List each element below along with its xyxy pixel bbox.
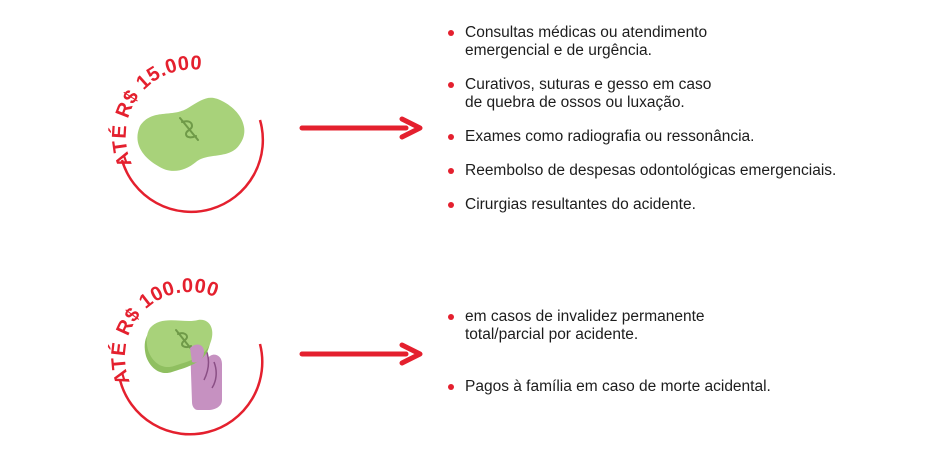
list-item: Exames como radiografia ou ressonância. — [448, 128, 928, 146]
badge-circle — [120, 119, 265, 214]
coverage-list-1: Consultas médicas ou atendimento emergen… — [448, 24, 928, 214]
arrow-1 — [298, 116, 426, 145]
list-item: Reembolso de despesas odontológicas emer… — [448, 162, 928, 180]
list-item: Curativos, suturas e gesso em caso de qu… — [448, 76, 928, 112]
hand-holding-money-icon — [144, 319, 222, 410]
badge-15000: ATÉ R$ 15.000 — [100, 48, 270, 218]
list-item: Pagos à família em caso de morte acident… — [448, 378, 928, 396]
arrow-2 — [298, 342, 426, 371]
list-item: Cirurgias resultantes do acidente. — [448, 196, 928, 214]
money-bill-icon — [137, 97, 245, 171]
list-item: Consultas médicas ou atendimento emergen… — [448, 24, 928, 60]
badge-circle — [118, 343, 264, 436]
list-item: em casos de invalidez permanente total/p… — [448, 308, 928, 344]
badge-100000: ATÉ R$ 100.000 — [100, 272, 270, 442]
coverage-list-2: em casos de invalidez permanente total/p… — [448, 308, 928, 396]
